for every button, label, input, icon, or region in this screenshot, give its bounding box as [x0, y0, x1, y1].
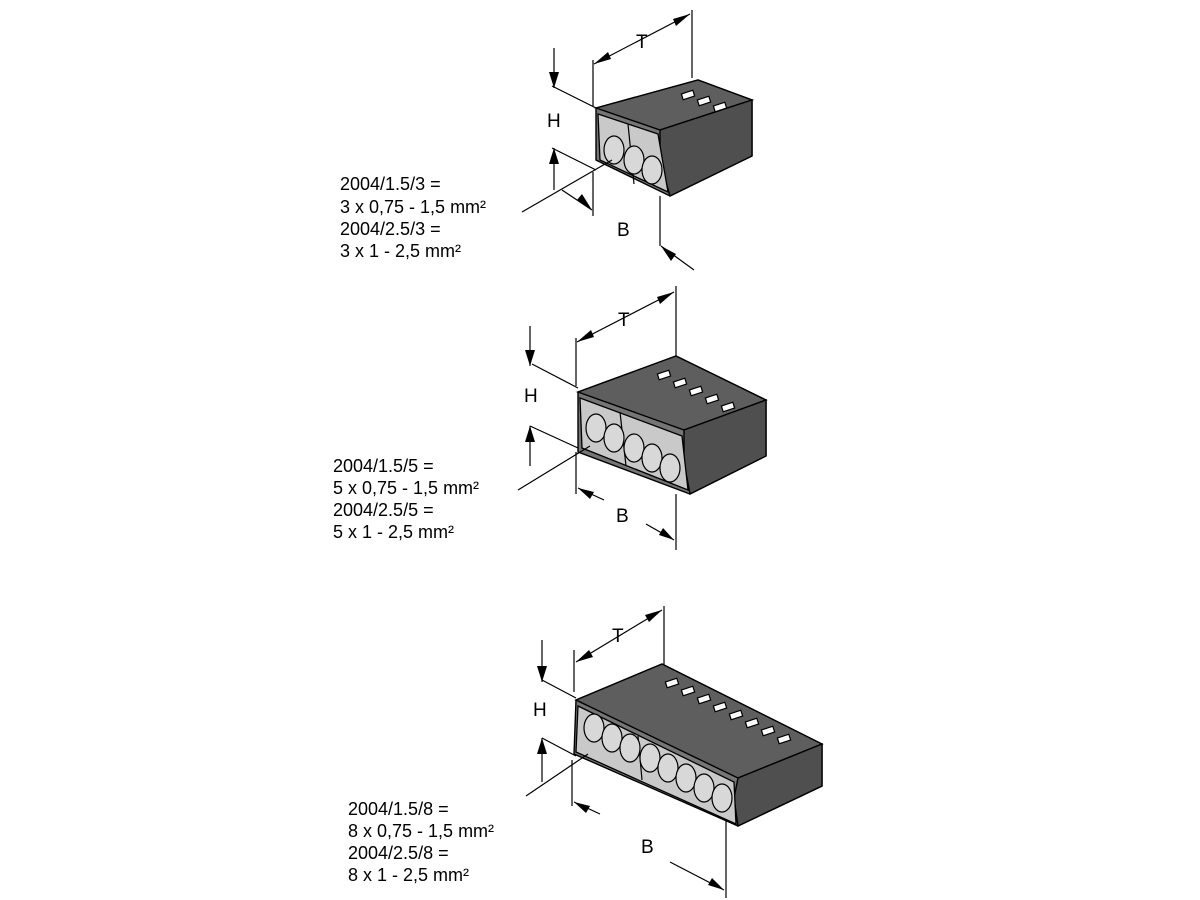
connector-8-leader-line [525, 753, 589, 797]
connector-5-spec-line-2: 5 x 0,75 - 1,5 mm² [333, 478, 479, 498]
connector-5-width-dimension: B [575, 452, 677, 550]
connector-8-width-dimension: B [571, 760, 727, 898]
connector-5-depth-label: T [618, 310, 630, 331]
connector-5-height-label: H [524, 386, 538, 407]
connector-8-depth-label: T [612, 626, 624, 647]
connector-3-body [593, 79, 755, 197]
connector-3-depth-dimension: T [592, 10, 693, 106]
connector-5-width-label: B [616, 506, 629, 527]
connector-8-body [573, 663, 824, 828]
connector-3-spec-line-2: 3 x 0,75 - 1,5 mm² [340, 197, 486, 217]
connector-5-spec-line-3: 2004/2.5/5 = [333, 500, 434, 520]
connector-5-release-slots [656, 369, 736, 413]
connector-8-spec-line-4: 8 x 1 - 2,5 mm² [348, 865, 469, 885]
connector-3-height-dimension: H [547, 48, 597, 190]
connector-5-leader-line [517, 445, 591, 491]
connector-3-width-dimension: B [561, 172, 695, 271]
connector-8-group: T H B [348, 606, 824, 898]
connector-5-body [575, 355, 768, 496]
connector-3-group: T H B [340, 10, 755, 271]
connector-3-height-label: H [547, 111, 561, 132]
connector-8-spec-text: 2004/1.5/8 = 8 x 0,75 - 1,5 mm² 2004/2.5… [348, 799, 494, 885]
connector-3-leader-line [521, 159, 613, 213]
connector-3-width-label: B [617, 220, 630, 241]
connector-5-spec-line-4: 5 x 1 - 2,5 mm² [333, 522, 454, 542]
connector-3-depth-label: T [636, 32, 648, 53]
connector-5-height-dimension: H [524, 326, 579, 466]
connector-8-release-slots [664, 677, 792, 745]
connector-8-width-label: B [641, 837, 654, 858]
connector-3-spec-text: 2004/1.5/3 = 3 x 0,75 - 1,5 mm² 2004/2.5… [340, 174, 486, 261]
connector-8-height-label: H [533, 700, 547, 721]
connector-8-spec-line-2: 8 x 0,75 - 1,5 mm² [348, 821, 494, 841]
connector-5-depth-dimension: T [575, 286, 677, 386]
connector-5-spec-line-1: 2004/1.5/5 = [333, 456, 434, 476]
connector-5-group: T H B [333, 286, 768, 550]
connector-3-spec-line-3: 2004/2.5/3 = [340, 219, 441, 239]
connector-8-depth-dimension: T [573, 606, 665, 692]
connector-8-height-dimension: H [533, 640, 577, 782]
connector-3-spec-line-1: 2004/1.5/3 = [340, 174, 441, 194]
connector-3-spec-line-4: 3 x 1 - 2,5 mm² [340, 241, 461, 261]
connector-5-spec-text: 2004/1.5/5 = 5 x 0,75 - 1,5 mm² 2004/2.5… [333, 456, 479, 542]
connector-8-spec-line-1: 2004/1.5/8 = [348, 799, 449, 819]
connector-8-spec-line-3: 2004/2.5/8 = [348, 843, 449, 863]
connector-3-release-slots [680, 89, 728, 113]
